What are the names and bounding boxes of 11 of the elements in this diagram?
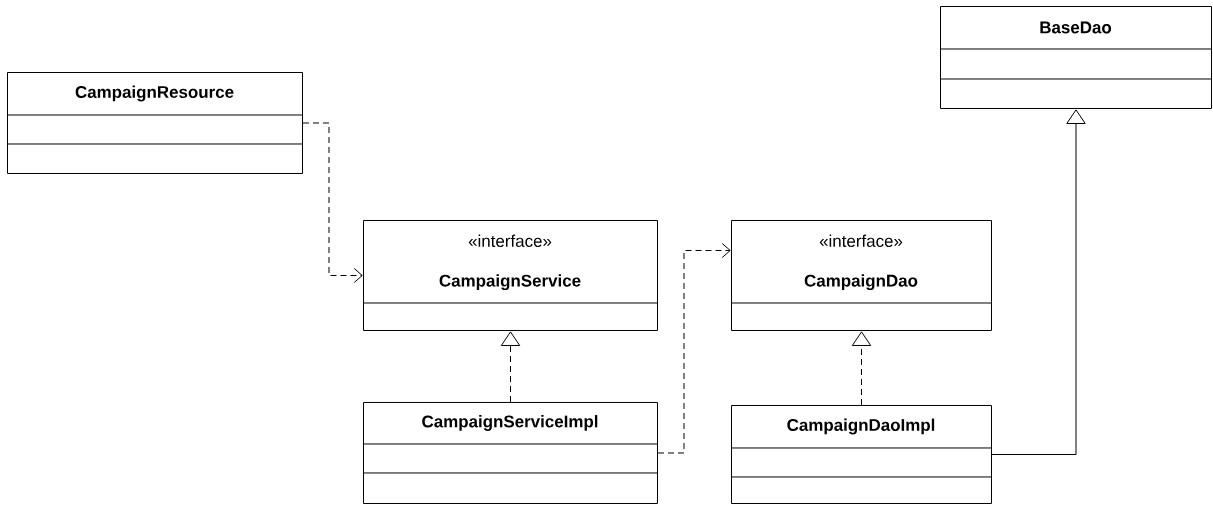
class-box: CampaignResource <box>6 72 303 174</box>
class-box: «interface» CampaignService <box>362 220 658 331</box>
dependency-arrow <box>657 243 731 454</box>
class-box: BaseDao <box>939 6 1212 109</box>
class-box: «interface» CampaignDao <box>730 220 992 331</box>
inheritance-arrow <box>991 109 1086 455</box>
class-box: CampaignServiceImpl <box>362 402 658 504</box>
dependency-arrow <box>302 122 363 283</box>
class-box: CampaignDaoImpl <box>730 405 992 504</box>
inheritance-arrow <box>851 331 872 406</box>
inheritance-arrow <box>500 331 521 403</box>
